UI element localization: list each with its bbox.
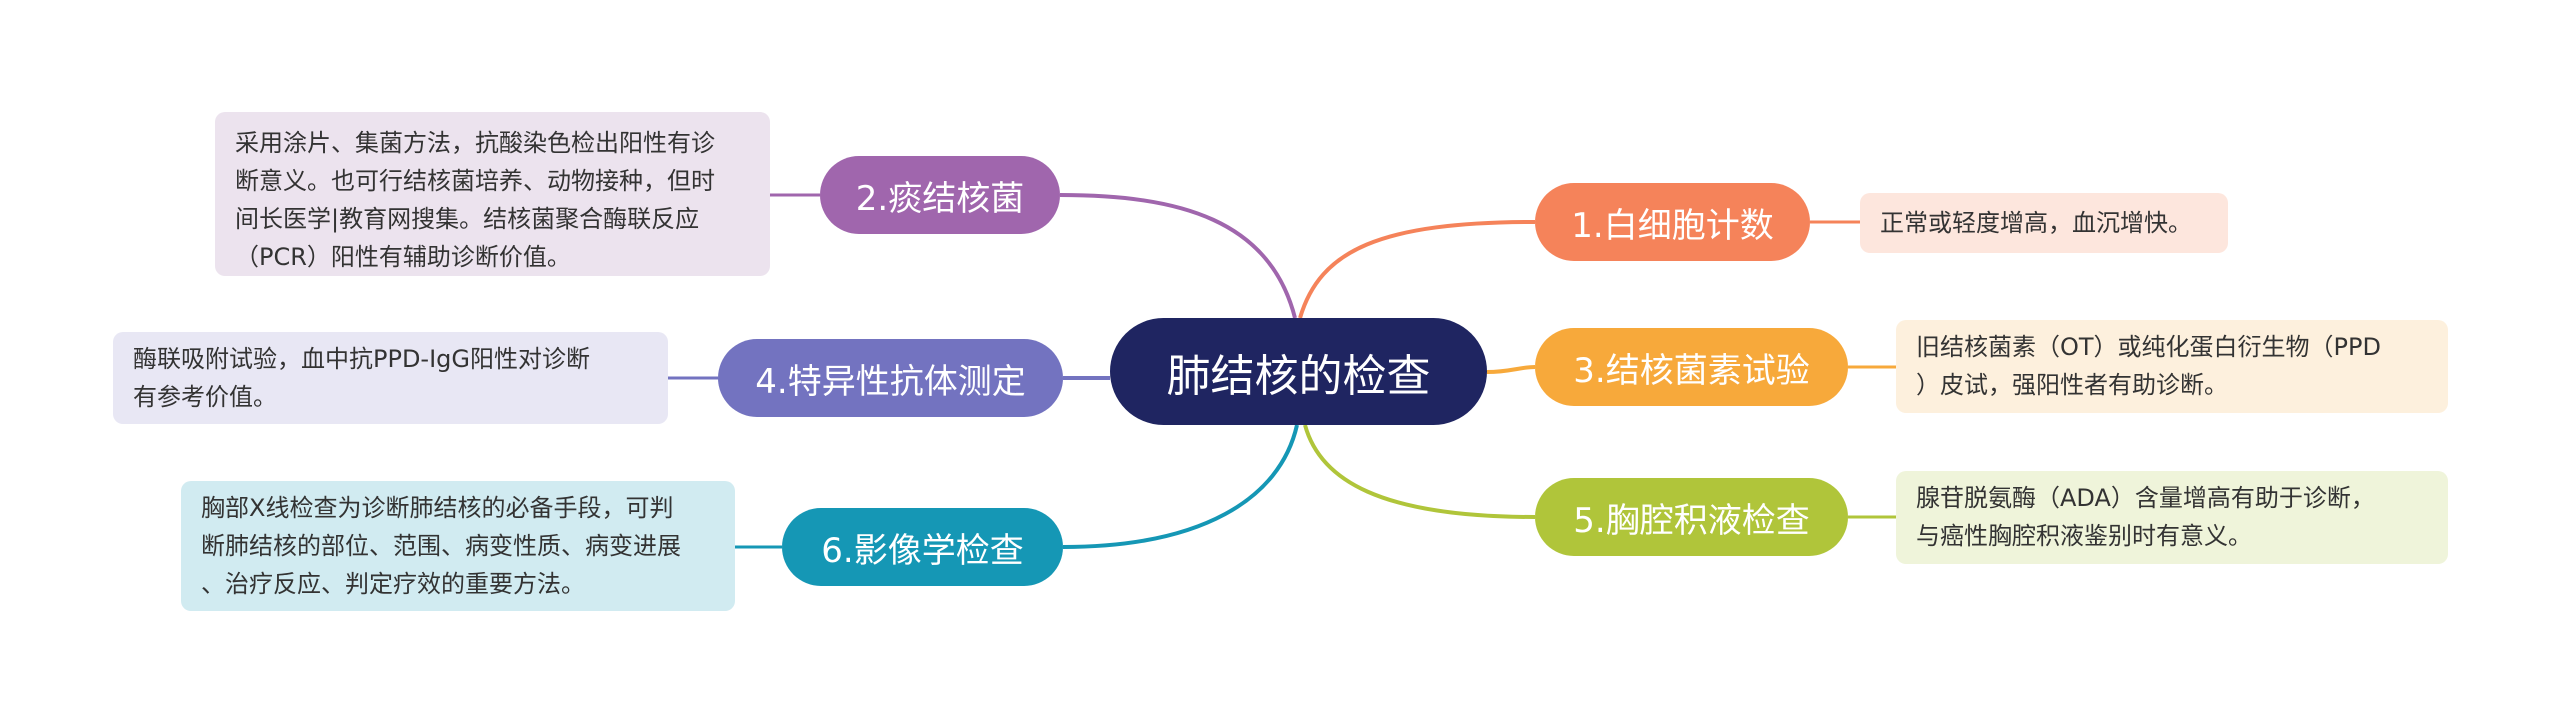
center-topic[interactable]: 肺结核的检查 [1110, 318, 1487, 425]
leaf-note-b1: 正常或轻度增高，血沉增快。 [1860, 193, 2228, 253]
connector-b3 [1486, 365, 1536, 374]
branch-imaging[interactable]: 6.影像学检查 [782, 508, 1063, 586]
connector-b6 [1062, 424, 1299, 549]
connector-b5 [1303, 424, 1536, 519]
branch-specific-antibody[interactable]: 4.特异性抗体测定 [718, 339, 1063, 417]
leaf-note-b6: 胸部X线检查为诊断肺结核的必备手段，可判 断肺结核的部位、范围、病变性质、病变进… [181, 481, 735, 611]
branch-white-blood-cell-count[interactable]: 1.白细胞计数 [1535, 183, 1810, 261]
connector-b2 [1059, 193, 1297, 319]
leaf-note-b3: 旧结核菌素（OT）或纯化蛋白衍生物（PPD ）皮试，强阳性者有助诊断。 [1896, 320, 2448, 413]
branch-sputum-tubercle-bacillus[interactable]: 2.痰结核菌 [820, 156, 1060, 234]
branch-pleural-effusion[interactable]: 5.胸腔积液检查 [1535, 478, 1848, 556]
leaf-note-b5: 腺苷脱氨酶（ADA）含量增高有助于诊断， 与癌性胸腔积液鉴别时有意义。 [1896, 471, 2448, 564]
leaf-note-b2: 采用涂片、集菌方法，抗酸染色检出阳性有诊 断意义。也可行结核菌培养、动物接种，但… [215, 112, 770, 276]
branch-tuberculin-test[interactable]: 3.结核菌素试验 [1535, 328, 1848, 406]
connector-b1 [1298, 220, 1536, 319]
leaf-note-b4: 酶联吸附试验，血中抗PPD-IgG阳性对诊断 有参考价值。 [113, 332, 668, 424]
